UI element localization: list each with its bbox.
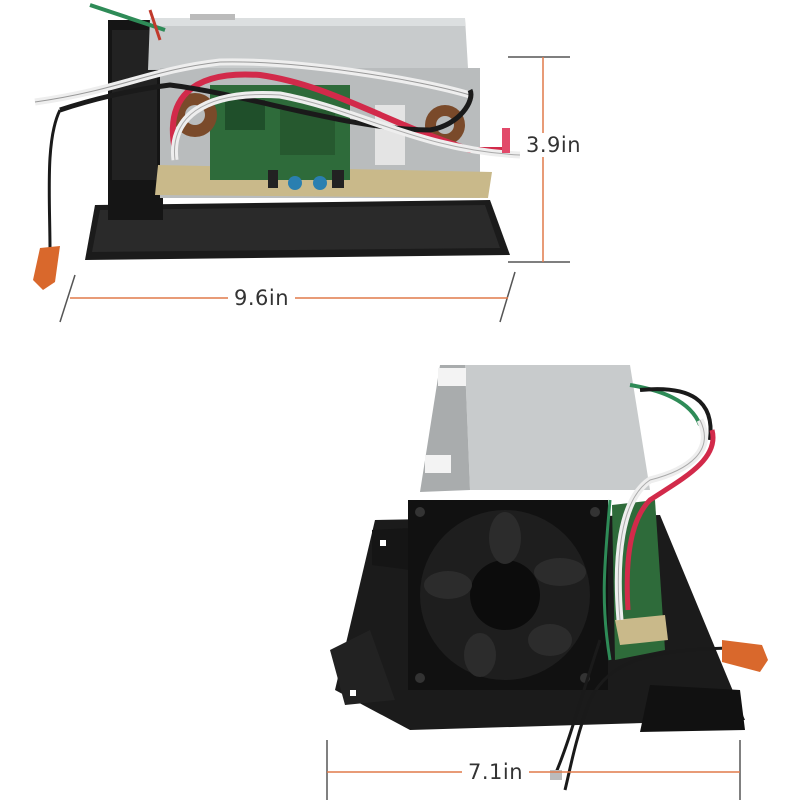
red-wire	[624, 429, 716, 611]
wire-nut-icon	[722, 640, 768, 672]
silver-cover	[148, 18, 468, 70]
depth-label: 7.1in	[462, 760, 530, 784]
black-wire	[639, 387, 713, 441]
ground-wire	[563, 646, 731, 791]
wire-nut-icon	[33, 246, 60, 290]
converter-top-view	[33, 3, 521, 290]
width-label: 9.6in	[228, 286, 296, 310]
silver-cover	[465, 365, 650, 490]
green-wire	[629, 383, 702, 426]
ground-wire	[47, 109, 62, 251]
dimension-lines-bottom	[326, 740, 741, 800]
converter-bottom-view	[330, 365, 768, 791]
height-label: 3.9in	[520, 133, 588, 157]
black-wire	[59, 82, 474, 133]
